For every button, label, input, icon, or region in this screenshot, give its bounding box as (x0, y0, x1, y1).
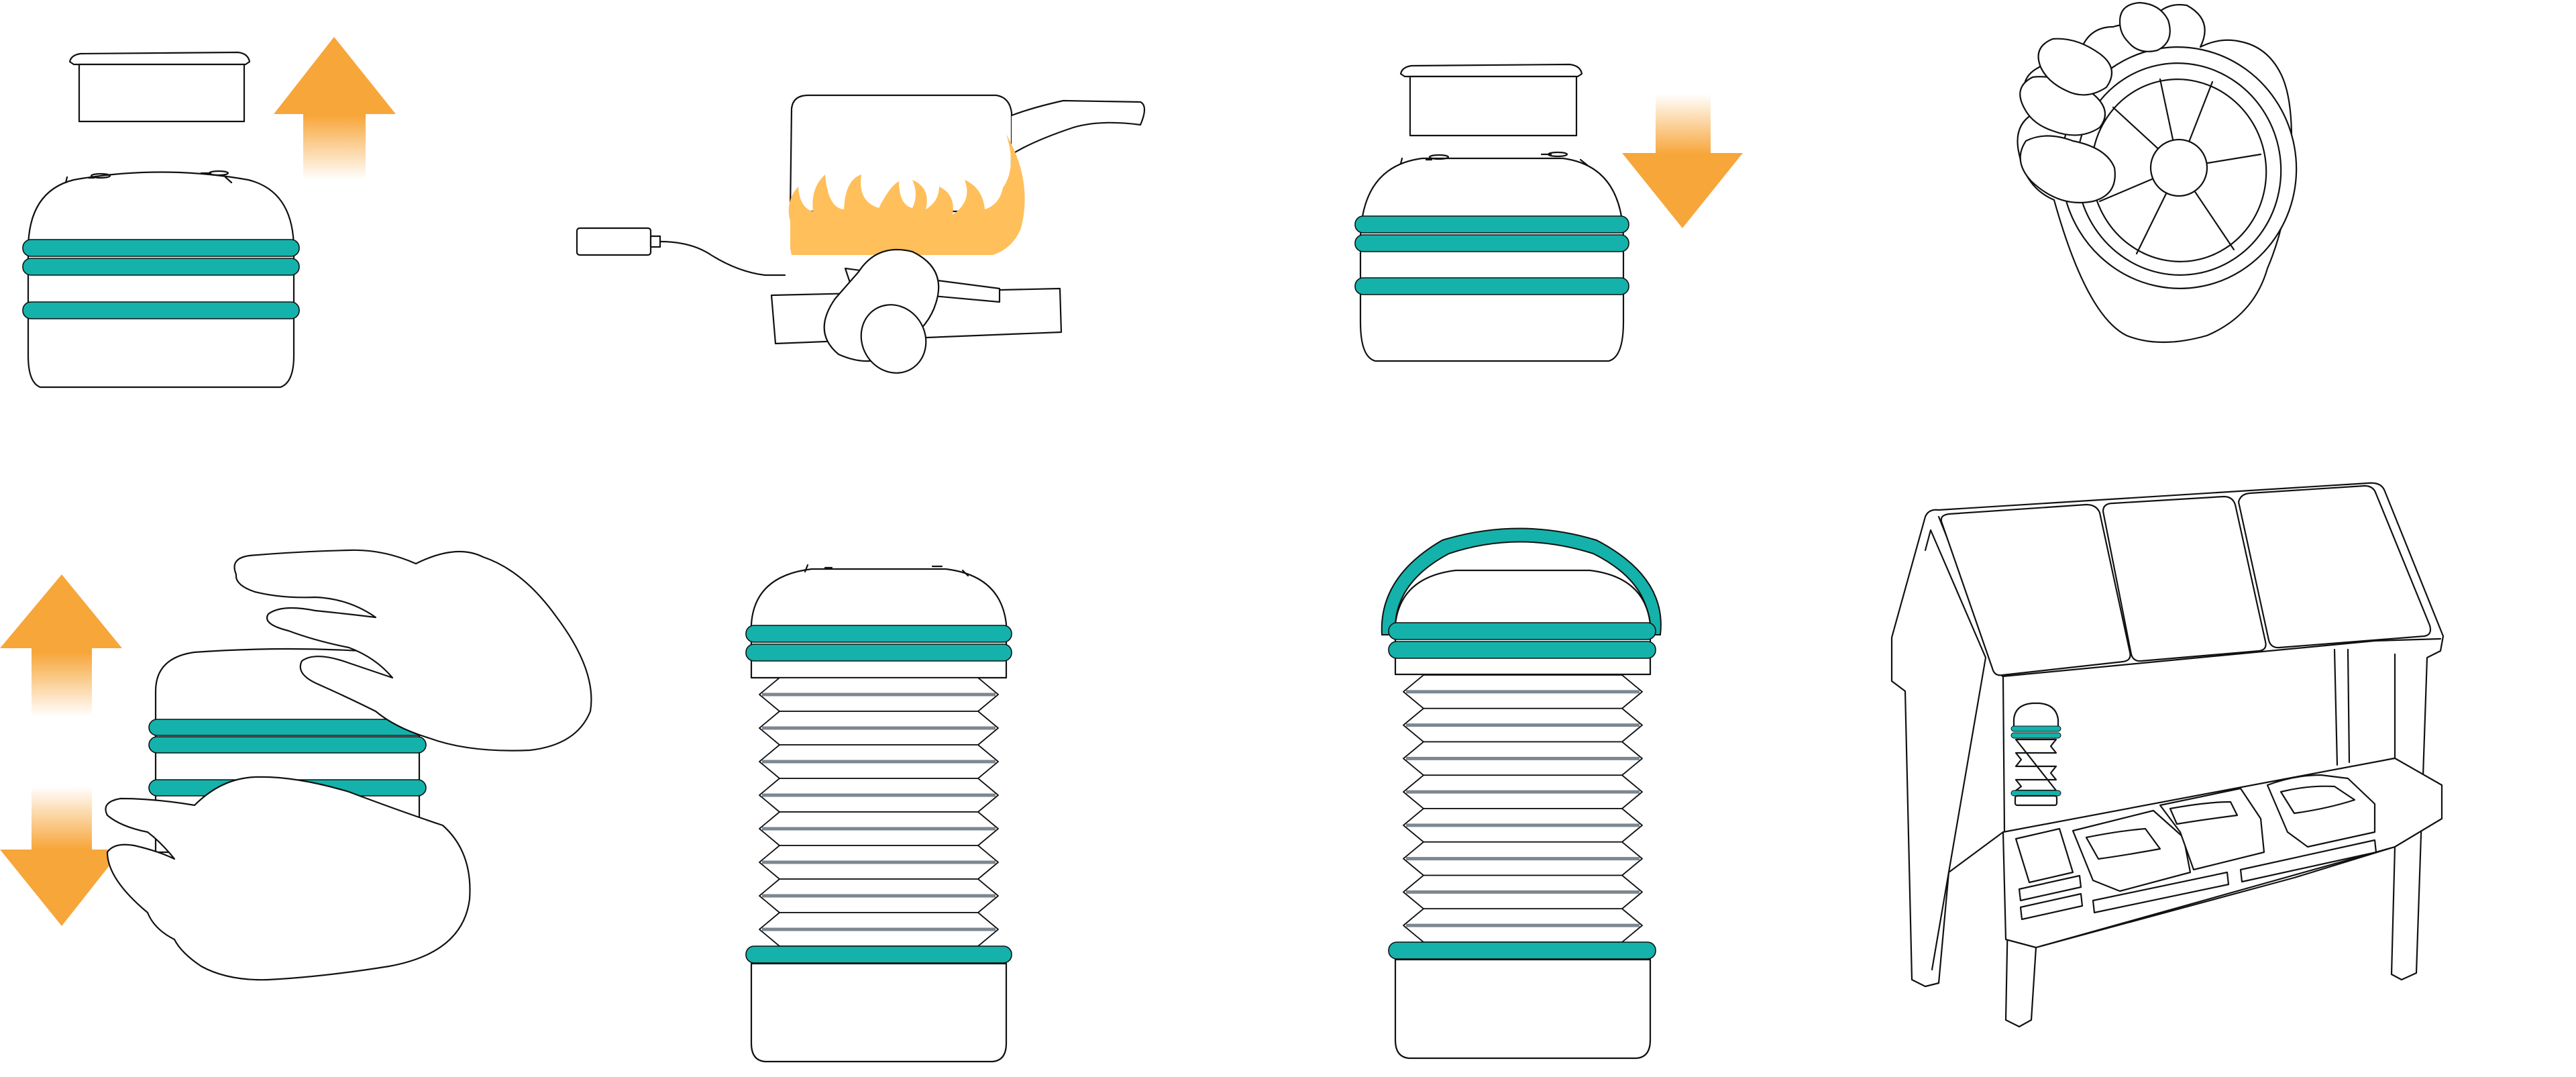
lantern-collapsed (1354, 151, 1629, 362)
up-arrow-icon (274, 37, 396, 180)
top-hand-icon (233, 549, 592, 752)
cap (68, 51, 251, 123)
step-extended-lantern (724, 557, 1033, 1074)
fingers-icon (2019, 1, 2171, 204)
down-arrow-icon (0, 786, 122, 926)
lantern-base (1388, 941, 1656, 1060)
mini-lantern (2010, 702, 2061, 807)
lantern-collapsed (22, 170, 300, 389)
cap (1399, 63, 1583, 137)
bellows (1403, 674, 1643, 943)
step-replace-cap (1328, 40, 1798, 389)
lantern-top-dome (1388, 569, 1656, 676)
step-shelter-with-lantern (1865, 470, 2469, 1074)
logs (770, 248, 1063, 374)
step-heat-over-fire (564, 67, 1167, 389)
step-attach-handle (1368, 523, 1677, 1074)
bottom-hand-icon (105, 776, 471, 981)
handle (1381, 527, 1662, 635)
solar-panels (1940, 484, 2432, 676)
bellows (759, 677, 999, 947)
lantern-base (745, 945, 1012, 1063)
light-disc (2060, 46, 2298, 289)
up-arrow-icon (0, 574, 122, 717)
pot (789, 94, 1146, 213)
down-arrow-icon (1622, 94, 1743, 228)
fire (788, 134, 1025, 255)
step-insert-light-module (1999, 0, 2348, 362)
burner-sensor (576, 227, 786, 276)
storage-compartments (2002, 757, 2443, 949)
lantern-top-dome (745, 564, 1012, 679)
step-remove-cap (0, 0, 429, 416)
step-extend-lantern (0, 537, 604, 1007)
